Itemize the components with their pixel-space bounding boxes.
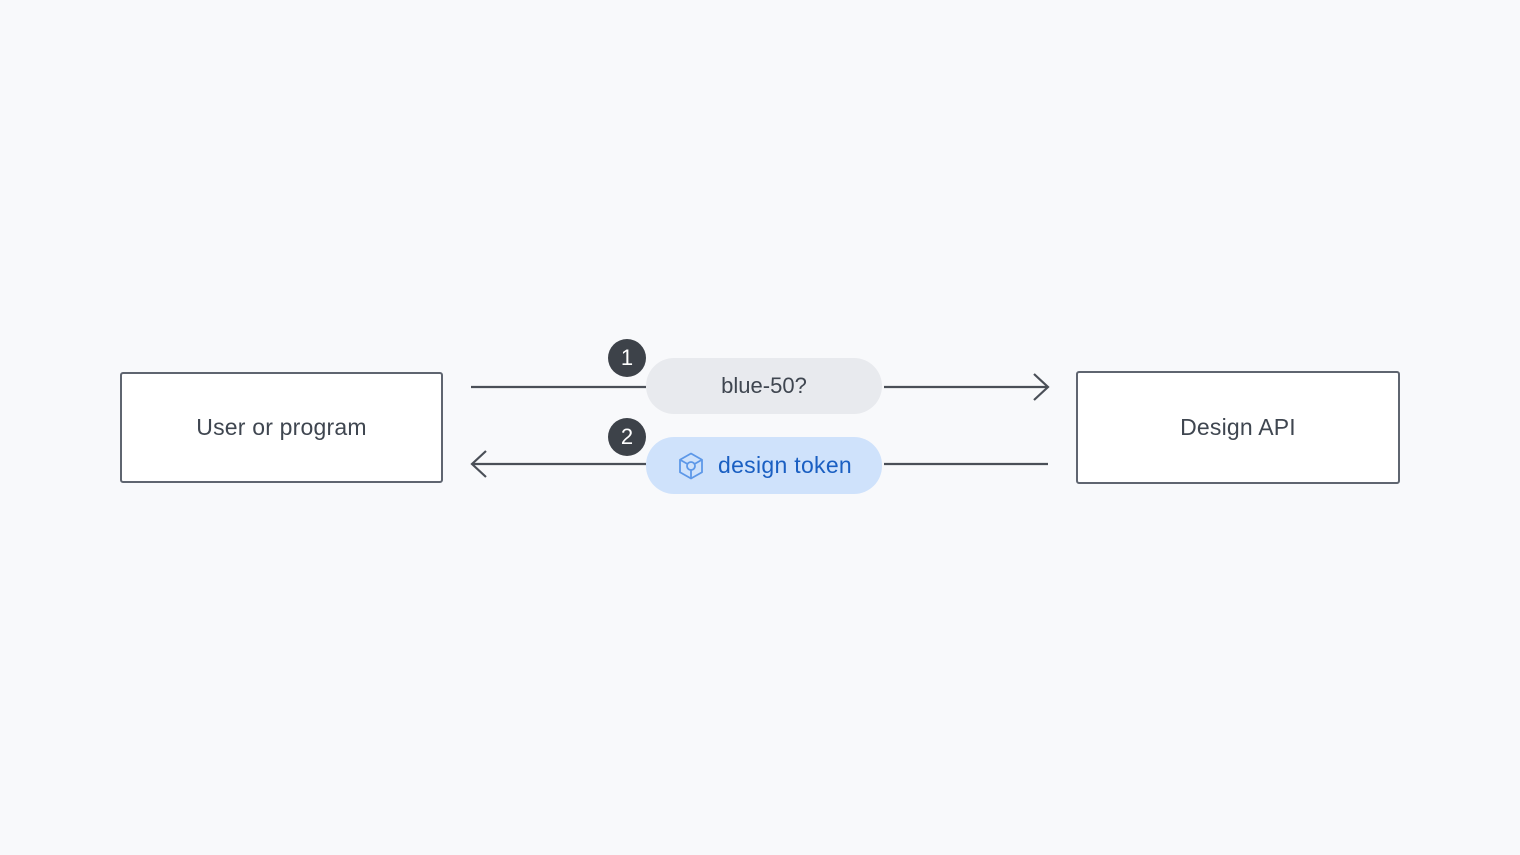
request-arrowhead (1033, 373, 1050, 401)
step-2-badge: 2 (608, 418, 646, 456)
response-pill: design token (646, 437, 882, 494)
response-label: design token (717, 452, 853, 478)
step-1-number: 1 (620, 345, 634, 370)
design-api-node: Design API (1076, 371, 1400, 484)
step-1-badge: 1 (608, 339, 646, 377)
request-pill: blue-50? (646, 358, 882, 414)
cube-token-icon (676, 451, 706, 481)
user-or-program-node: User or program (120, 372, 443, 483)
user-or-program-label: User or program (196, 414, 367, 440)
request-label: blue-50? (721, 373, 807, 398)
step-2-number: 2 (620, 424, 634, 449)
design-api-label: Design API (1180, 414, 1296, 440)
response-arrowhead (470, 450, 487, 478)
